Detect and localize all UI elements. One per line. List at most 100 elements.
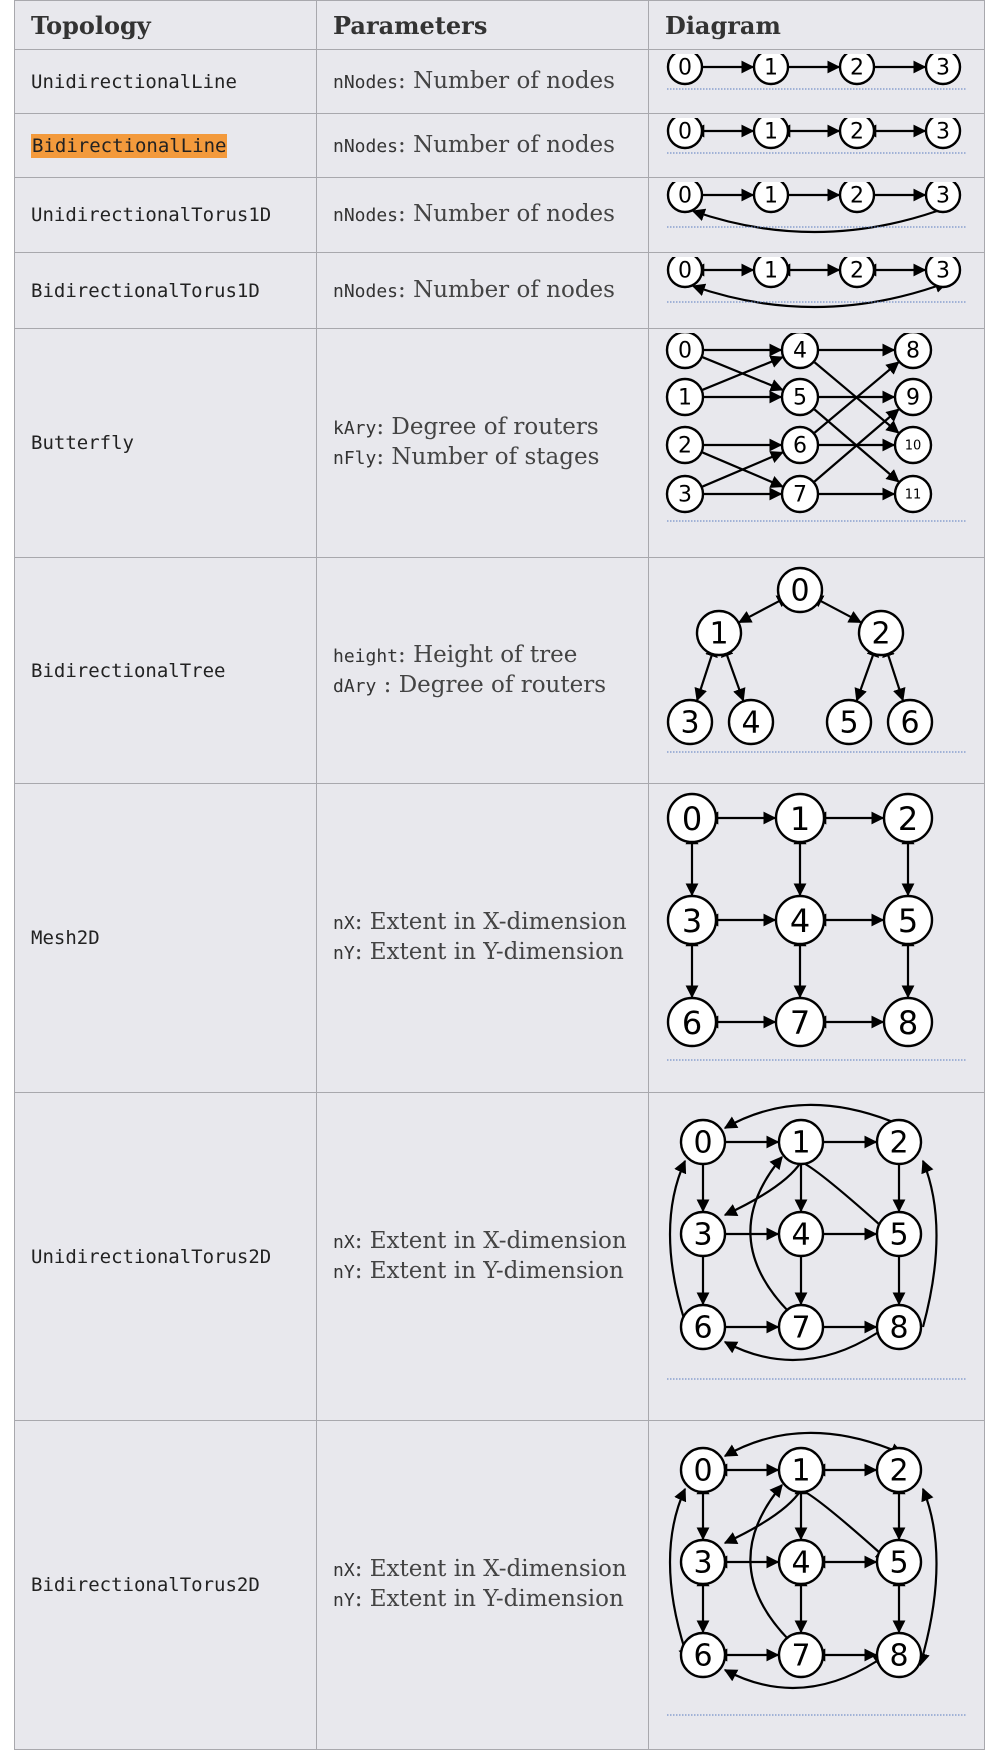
tree-edge [738, 594, 791, 623]
node-label: 11 [905, 487, 922, 502]
node-label: 4 [791, 1217, 810, 1252]
diagram-node: 2 [838, 117, 876, 149]
parameter-description: Number of nodes [413, 201, 615, 227]
parameter-name: nNodes [333, 280, 399, 302]
topology-name: Butterfly [31, 432, 134, 454]
diagram-node: 9 [893, 377, 933, 416]
parameter-name: nNodes [333, 205, 399, 226]
node-label: 0 [678, 258, 692, 283]
diagram-node: 0 [666, 53, 704, 85]
torus-wrap-edge [917, 1487, 938, 1666]
node-label: 8 [889, 1638, 908, 1673]
parameter-description: Number of stages [391, 444, 600, 470]
diagram-node: 2 [665, 425, 705, 464]
node-label: 7 [791, 1638, 810, 1673]
node-label: 8 [906, 338, 920, 363]
parameter-description: Number of nodes [413, 276, 615, 303]
node-label: 3 [936, 183, 950, 208]
torus-wrap-edge [749, 1483, 799, 1649]
parameter-line: nY: Extent in Y-dimension [333, 1585, 648, 1615]
node-label: 1 [791, 1125, 810, 1160]
diagram-node: 2 [857, 609, 905, 656]
parameter-description: Height of tree [413, 641, 578, 668]
diagram-node: 1 [752, 53, 790, 85]
node-label: 3 [693, 1545, 712, 1580]
node-label: 6 [900, 705, 919, 740]
diagram-node: 1 [777, 1446, 825, 1493]
parameter-separator: : [398, 276, 414, 303]
parameter-name: nNodes [333, 71, 399, 93]
parameter-separator: : [354, 1227, 370, 1254]
node-label: 8 [898, 1004, 918, 1042]
diagram-node: 3 [666, 894, 718, 945]
diagram-node: 2 [838, 53, 876, 85]
parameter-description: Extent in Y-dimension [369, 1257, 624, 1284]
diagram-node: 6 [886, 698, 934, 745]
node-label: 3 [936, 119, 950, 144]
torus-wrap-edge [723, 1431, 904, 1457]
diagram-node: 7 [774, 996, 826, 1047]
diagram-node: 7 [780, 474, 820, 513]
parameter-name: nY [333, 943, 355, 964]
topology-name: BidirectionalLine [31, 133, 228, 158]
diagram-node: 7 [777, 1303, 825, 1350]
node-label: 2 [889, 1125, 908, 1160]
diagram-node: 8 [875, 1303, 923, 1350]
parameter-line: height: Height of tree [333, 641, 648, 671]
diagram-node: 11 [893, 474, 933, 513]
torus-wrap-edge [723, 1103, 894, 1129]
parameter-line: nNodes: Number of nodes [333, 200, 648, 230]
topology-name: Mesh2D [31, 927, 100, 949]
node-label: 3 [936, 55, 950, 80]
diagram-node: 1 [752, 256, 790, 288]
node-label: 4 [791, 1545, 810, 1580]
diagram-node: 3 [666, 698, 714, 745]
parameter-separator: : [354, 1556, 370, 1582]
node-label: 3 [678, 482, 692, 507]
node-label: 1 [764, 55, 778, 80]
diagram-node: 8 [893, 332, 933, 369]
diagram-node: 5 [825, 698, 873, 745]
diagram-node: 6 [666, 996, 718, 1047]
topology-name: BidirectionalTorus2D [31, 1574, 260, 1596]
torus-wrap-edge [921, 1159, 938, 1327]
diagram-node: 3 [924, 53, 962, 85]
node-label: 8 [889, 1310, 908, 1345]
diagram-node: 5 [875, 1210, 923, 1257]
parameter-line: nX: Extent in X-dimension [333, 1555, 648, 1585]
node-label: 3 [936, 258, 950, 283]
parameter-name: nX [333, 913, 355, 934]
diagram-node: 6 [780, 425, 820, 464]
diagram-node: 0 [679, 1118, 727, 1165]
diagram-node: 5 [882, 894, 934, 945]
diagram-node: 3 [924, 117, 962, 149]
node-label: 3 [682, 902, 702, 940]
parameter-line: kAry: Degree of routers [333, 413, 648, 443]
diagram-node: 0 [666, 117, 704, 149]
diagram-node: 3 [679, 1538, 727, 1585]
node-label: 6 [682, 1004, 702, 1042]
node-label: 1 [764, 258, 778, 283]
parameter-separator: : [376, 414, 392, 440]
node-label: 7 [791, 1310, 810, 1345]
node-label: 2 [889, 1453, 908, 1488]
diagram-node: 2 [882, 792, 934, 843]
topology-table: Topology Parameters Diagram Unidirection… [14, 0, 985, 1750]
node-label: 4 [741, 705, 760, 740]
parameter-separator: : [398, 201, 414, 227]
butterfly-edge [702, 450, 784, 488]
parameters-cell: nNodes: Number of nodes [316, 252, 649, 329]
diagram-node: 4 [727, 698, 775, 745]
parameter-line: nNodes: Number of nodes [333, 276, 648, 306]
diagram-node: 2 [838, 181, 876, 213]
